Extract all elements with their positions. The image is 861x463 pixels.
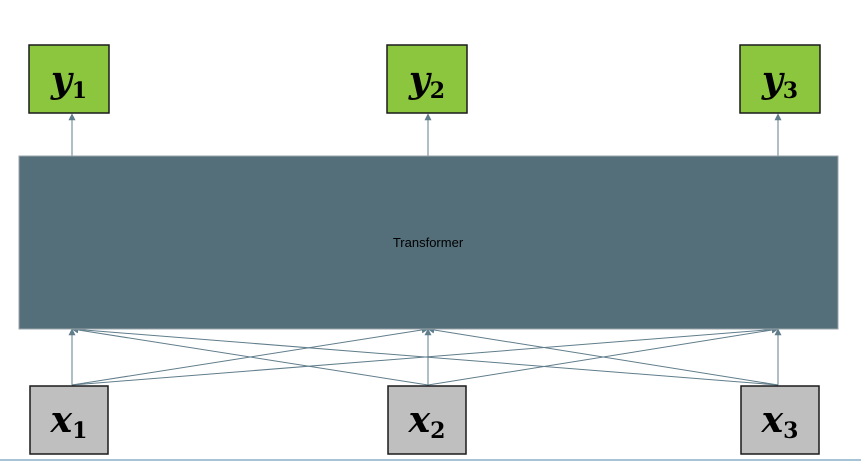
input-node-x2-label: x2 <box>408 399 446 444</box>
output-node-y2-label: y2 <box>408 59 445 104</box>
input-node-x1-box <box>29 385 109 455</box>
input-node-x2-box <box>387 385 467 455</box>
output-node-y3: y3 <box>739 44 821 114</box>
output-node-y3-box <box>739 44 821 114</box>
edge-x2-t1 <box>71 326 429 386</box>
transformer-block: Transformer <box>18 155 839 330</box>
output-node-y3-label: y3 <box>761 59 798 104</box>
transformer-rect <box>18 155 839 330</box>
input-edges <box>68 326 782 386</box>
input-node-x3: x3 <box>740 385 820 455</box>
input-node-x3-box <box>740 385 820 455</box>
input-node-x3-label: x3 <box>761 399 799 444</box>
input-node-x1-label: x1 <box>50 399 88 444</box>
output-node-y2-box <box>386 44 468 114</box>
output-node-y2: y2 <box>386 44 468 114</box>
output-node-y1-label: y1 <box>50 59 87 104</box>
input-node-x2: x2 <box>387 385 467 455</box>
input-node-x1: x1 <box>29 385 109 455</box>
output-node-y1: y1 <box>28 44 110 114</box>
edge-x3-t2 <box>427 326 779 386</box>
edge-x3-t1 <box>71 326 779 386</box>
transformer-label: Transformer <box>393 235 464 250</box>
output-edges <box>68 113 782 156</box>
output-node-y1-box <box>28 44 110 114</box>
